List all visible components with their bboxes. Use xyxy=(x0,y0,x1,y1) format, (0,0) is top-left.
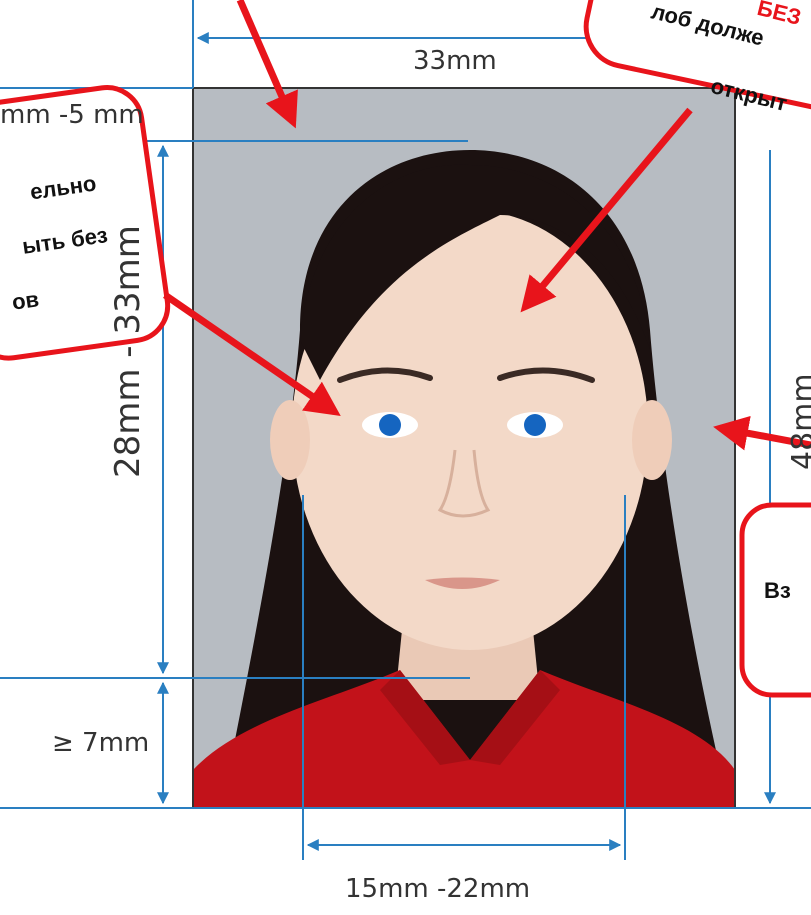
face xyxy=(292,210,648,650)
left-eyebrow xyxy=(337,367,433,383)
arrow-eyes xyxy=(163,292,341,416)
arrow-background xyxy=(713,415,811,451)
shirt xyxy=(193,670,735,808)
right-ear xyxy=(632,400,672,480)
arrow-top-gap xyxy=(236,0,298,129)
right-eye xyxy=(524,414,546,436)
top-gap-label: mm -5 mm xyxy=(0,100,144,130)
callout-top-right-box xyxy=(583,0,811,115)
callout-left-box xyxy=(0,85,171,361)
total-height-label: 48mm xyxy=(786,373,811,470)
arrow-forehead xyxy=(520,107,693,313)
mouth xyxy=(425,577,500,589)
left-eye xyxy=(379,414,401,436)
left-ear xyxy=(270,400,310,480)
face-width-label: 15mm -22mm xyxy=(345,874,531,904)
shirt-collar-left xyxy=(380,670,470,765)
callout-right-text: Вз xyxy=(764,578,791,603)
width-label: 33mm xyxy=(413,46,497,76)
nose xyxy=(437,449,491,518)
callout-left-line-3: ов xyxy=(10,286,41,315)
head-height-label: 28mm - 33mm xyxy=(108,225,148,478)
hair-fringe xyxy=(300,164,650,380)
shirt-collar-right xyxy=(470,670,560,765)
callout-right-box xyxy=(739,502,811,698)
right-eyebrow xyxy=(497,367,595,383)
chin-gap-label: ≥ 7mm xyxy=(52,728,150,758)
